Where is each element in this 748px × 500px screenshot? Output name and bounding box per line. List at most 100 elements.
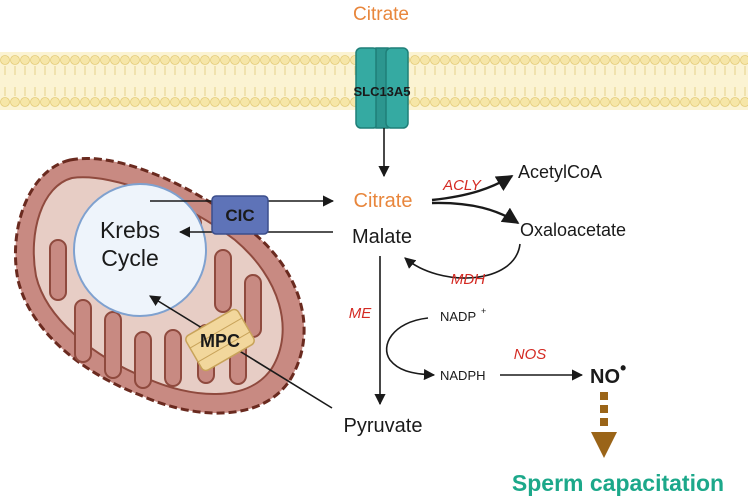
lipid-head: [230, 55, 240, 65]
lipid-head: [730, 97, 740, 107]
lipid-head: [690, 55, 700, 65]
lipid-head: [570, 97, 580, 107]
lipid-head: [160, 55, 170, 65]
lipid-head: [210, 55, 220, 65]
lipid-head: [290, 97, 300, 107]
oxaloacetate-label: Oxaloacetate: [520, 220, 626, 240]
lipid-head: [140, 55, 150, 65]
lipid-head: [550, 55, 560, 65]
lipid-head: [0, 97, 10, 107]
lipid-head: [410, 97, 420, 107]
nadp-reduction-arrow: [385, 317, 436, 381]
lipid-head: [660, 97, 670, 107]
lipid-head: [430, 55, 440, 65]
mpc-label: MPC: [200, 331, 240, 351]
lipid-head: [650, 97, 660, 107]
lipid-head: [470, 55, 480, 65]
lipid-head: [480, 55, 490, 65]
lipid-head: [420, 97, 430, 107]
lipid-head: [510, 55, 520, 65]
krebs-label-line2: Cycle: [101, 245, 159, 271]
lipid-head: [630, 55, 640, 65]
lipid-head: [130, 55, 140, 65]
lipid-head: [20, 97, 30, 107]
lipid-head: [580, 97, 590, 107]
lipid-head: [460, 55, 470, 65]
lipid-head: [670, 97, 680, 107]
lipid-head: [520, 55, 530, 65]
lipid-head: [30, 97, 40, 107]
mdh-enzyme-label: MDH: [451, 271, 485, 288]
krebs-label-line1: Krebs: [100, 217, 160, 243]
lipid-head: [730, 55, 740, 65]
lipid-head: [30, 55, 40, 65]
lipid-head: [500, 97, 510, 107]
lipid-head: [540, 97, 550, 107]
lipid-head: [560, 55, 570, 65]
lipid-head: [710, 97, 720, 107]
lipid-head: [50, 97, 60, 107]
lipid-head: [70, 55, 80, 65]
lipid-head: [220, 97, 230, 107]
lipid-head: [190, 55, 200, 65]
lipid-head: [0, 55, 10, 65]
acly-to-oxaloacetate-arrow: [431, 201, 520, 225]
lipid-head: [280, 97, 290, 107]
lipid-head: [720, 55, 730, 65]
membrane-heads: [0, 55, 748, 107]
lipid-head: [60, 97, 70, 107]
lipid-head: [110, 55, 120, 65]
lipid-head: [10, 97, 20, 107]
pyruvate-import-arrow: [149, 295, 333, 409]
lipid-head: [240, 97, 250, 107]
lipid-head: [270, 97, 280, 107]
lipid-head: [480, 97, 490, 107]
lipid-head: [80, 55, 90, 65]
nos-enzyme-label: NOS: [514, 346, 547, 363]
lipid-head: [60, 55, 70, 65]
lipid-head: [690, 97, 700, 107]
citrate-cytosol-label: Citrate: [354, 190, 413, 212]
capacitation-arrow: [591, 392, 617, 458]
lipid-head: [410, 55, 420, 65]
lipid-head: [280, 55, 290, 65]
lipid-head: [550, 97, 560, 107]
acly-enzyme-label: ACLY: [442, 177, 482, 194]
malate-label: Malate: [352, 226, 412, 248]
lipid-head: [190, 97, 200, 107]
lipid-head: [250, 97, 260, 107]
sperm-capacitation-label: Sperm capacitation: [512, 470, 724, 496]
lipid-head: [680, 97, 690, 107]
lipid-head: [740, 97, 748, 107]
lipid-head: [340, 55, 350, 65]
lipid-head: [630, 97, 640, 107]
lipid-head: [460, 97, 470, 107]
lipid-head: [260, 97, 270, 107]
lipid-head: [200, 97, 210, 107]
lipid-head: [430, 97, 440, 107]
lipid-head: [160, 97, 170, 107]
lipid-head: [150, 97, 160, 107]
lipid-head: [90, 97, 100, 107]
no-label: NO: [590, 366, 620, 388]
lipid-head: [490, 97, 500, 107]
lipid-head: [530, 55, 540, 65]
lipid-head: [240, 55, 250, 65]
lipid-head: [100, 97, 110, 107]
lipid-head: [300, 55, 310, 65]
lipid-head: [300, 97, 310, 107]
lipid-head: [320, 55, 330, 65]
lipid-head: [270, 55, 280, 65]
lipid-head: [310, 97, 320, 107]
lipid-head: [570, 55, 580, 65]
lipid-head: [130, 97, 140, 107]
lipid-head: [290, 55, 300, 65]
lipid-head: [200, 55, 210, 65]
acetylcoa-label: AcetylCoA: [518, 162, 602, 182]
lipid-head: [520, 97, 530, 107]
lipid-head: [320, 97, 330, 107]
lipid-head: [450, 55, 460, 65]
lipid-head: [310, 55, 320, 65]
lipid-head: [640, 97, 650, 107]
